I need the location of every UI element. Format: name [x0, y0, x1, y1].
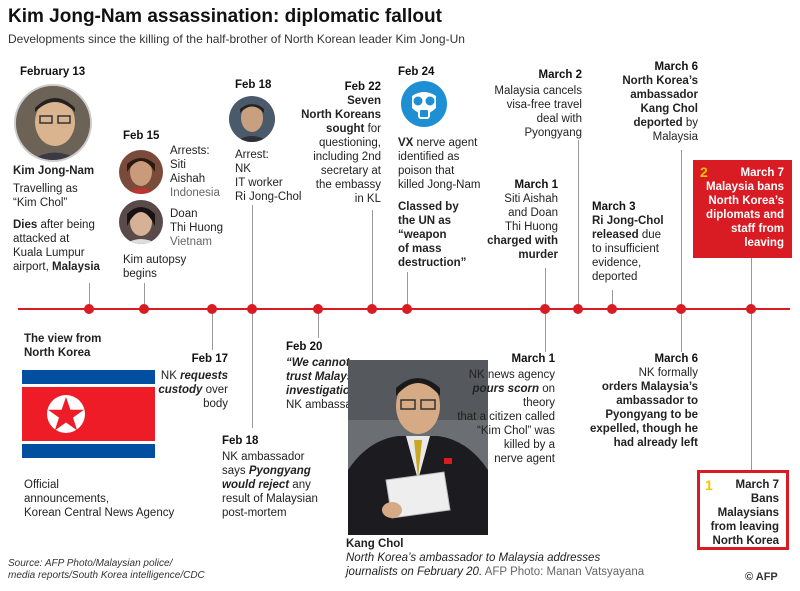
- timeline-dot-feb15: [139, 304, 149, 314]
- timeline-dot-mar1: [540, 304, 550, 314]
- date-feb18b: Feb 18: [222, 435, 259, 447]
- timeline-dot-mar7: [746, 304, 756, 314]
- timeline-dot-mar6: [676, 304, 686, 314]
- nk-view-heading: The view from North Korea: [24, 333, 102, 359]
- mar1a-desc: March 1 Siti Aishah and Doan Thi Huong c…: [480, 178, 558, 262]
- connector-feb24: [407, 272, 408, 307]
- connector-feb18a: [252, 205, 253, 307]
- marker-number-2: 2: [700, 164, 708, 180]
- mar7-malaysia-ban-box: 2 March 7 Malaysia bans North Korea’s di…: [693, 160, 792, 258]
- gas-mask-icon: [400, 80, 448, 128]
- date-feb17: Feb 17: [191, 353, 228, 365]
- feb18b-desc: Feb 18 NK ambassador says Pyongyang woul…: [222, 435, 318, 519]
- kang-chol-caption: Kang Chol North Korea’s ambassador to Ma…: [346, 538, 645, 578]
- nk-sources: Official announcements, Korean Central N…: [24, 479, 175, 519]
- date-feb13: February 13: [20, 66, 86, 78]
- mar3-desc: March 3 Ri Jong-Chol released due to ins…: [592, 201, 664, 283]
- portrait-kim-jong-nam: [14, 84, 92, 162]
- date-feb15: Feb 15: [123, 130, 160, 142]
- photo-kang-chol: [348, 360, 488, 535]
- timeline-dot-feb17: [207, 304, 217, 314]
- source-note: Source: AFP Photo/Malaysian police/ medi…: [8, 558, 205, 581]
- feb13-desc: Travelling as “Kim Chol” Dies after bein…: [13, 183, 100, 273]
- timeline-dot-mar2: [573, 304, 583, 314]
- name-kim-jong-nam: Kim Jong-Nam: [13, 165, 95, 177]
- date-feb24: Feb 24: [398, 66, 435, 78]
- feb15-arrests: Arrests: Siti Aishah Indonesia: [170, 145, 220, 199]
- timeline-dot-feb22: [367, 304, 377, 314]
- date-feb22: Feb 22: [344, 81, 381, 93]
- connector-feb20: [318, 310, 319, 338]
- caption-name: Kang Chol: [346, 538, 404, 550]
- page-title: Kim Jong-Nam assassination: diplomatic f…: [8, 6, 442, 27]
- mar7-nk-ban-box: 1 March 7 Bans Malaysians from leaving N…: [697, 470, 789, 550]
- connector-feb18b: [252, 310, 253, 428]
- connector-feb22: [372, 210, 373, 307]
- portrait-doan-thi-huong: [119, 200, 163, 244]
- mar2-desc: March 2 Malaysia cancels visa-free trave…: [478, 68, 582, 140]
- date-feb20: Feb 20: [286, 341, 323, 353]
- connector-mar1a: [545, 268, 546, 307]
- connector-mar1b: [545, 310, 546, 352]
- connector-mar7a: [751, 258, 752, 307]
- timeline-dot-feb18: [247, 304, 257, 314]
- feb17-desc: Feb 17 NK requests custody over body: [148, 352, 228, 411]
- portrait-ri-jong-chol: [229, 96, 275, 142]
- connector-mar2: [578, 140, 579, 307]
- connector-mar3: [612, 290, 613, 307]
- connector-feb13: [89, 283, 90, 307]
- connector-feb17: [212, 310, 213, 350]
- feb24-desc: VX nerve agent identified as poison that…: [398, 137, 481, 269]
- portrait-siti-aishah: [119, 150, 163, 194]
- feb20-desc: Feb 20 “We cannot trust Malaysian invest…: [286, 341, 370, 411]
- connector-mar7b: [751, 310, 752, 470]
- mar6b-desc: March 6 NK formally orders Malaysia’s am…: [588, 352, 698, 450]
- date-mar3: March 3: [592, 201, 636, 213]
- timeline-dot-feb24: [402, 304, 412, 314]
- date-mar6a: March 6: [654, 61, 698, 73]
- date-mar1b: March 1: [511, 353, 555, 365]
- connector-feb15: [144, 283, 145, 307]
- date-feb18a: Feb 18: [235, 79, 272, 91]
- connector-mar6b: [681, 310, 682, 352]
- mar6a-desc: March 6 North Korea’s ambassador Kang Ch…: [598, 60, 698, 144]
- page-subtitle: Developments since the killing of the ha…: [8, 32, 465, 46]
- feb15-arrests-2: Doan Thi Huong Vietnam: [170, 208, 224, 248]
- mar1b-desc: March 1 NK news agency pours scorn on th…: [440, 352, 555, 466]
- feb18a-desc: Arrest: NK IT worker Ri Jong-Chol: [235, 149, 302, 203]
- date-mar1a: March 1: [514, 179, 558, 191]
- feb22-desc: Feb 22 Seven North Koreans sought for qu…: [292, 80, 381, 206]
- marker-number-1: 1: [705, 477, 713, 493]
- connector-mar6a: [681, 150, 682, 307]
- feb15-autopsy: Kim autopsy begins: [123, 254, 187, 280]
- date-mar2: March 2: [538, 69, 582, 81]
- timeline-dot-feb20: [313, 304, 323, 314]
- north-korea-flag: [22, 370, 155, 458]
- timeline-dot-feb13: [84, 304, 94, 314]
- date-mar6b: March 6: [654, 353, 698, 365]
- timeline-dot-mar3: [607, 304, 617, 314]
- afp-logo: © AFP: [745, 571, 778, 583]
